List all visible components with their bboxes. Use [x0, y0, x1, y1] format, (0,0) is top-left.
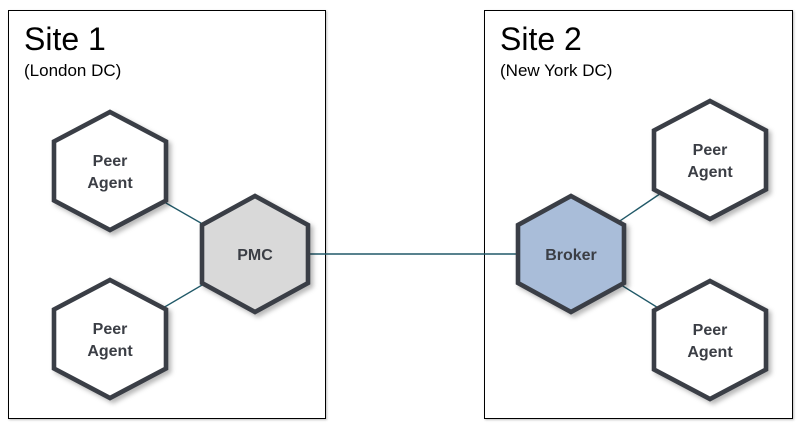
site1-panel: Site 1 (London DC) [8, 10, 326, 419]
site2-panel: Site 2 (New York DC) [484, 10, 793, 419]
site2-title: Site 2 [500, 21, 582, 57]
site2-subtitle: (New York DC) [500, 61, 613, 80]
site1-title: Site 1 [24, 21, 106, 57]
site1-subtitle: (London DC) [24, 61, 122, 80]
